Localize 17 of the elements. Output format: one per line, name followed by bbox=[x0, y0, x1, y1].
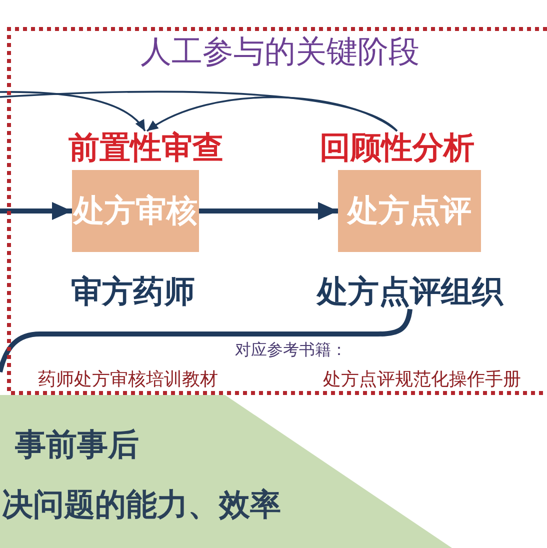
stage-heading: 前置性审查 bbox=[68, 131, 224, 166]
band-text: 决问题的能力、效率 bbox=[2, 488, 281, 522]
band-heading: 事前事后 bbox=[15, 428, 139, 462]
arrow bbox=[0, 202, 72, 220]
process-box: 处方审核 bbox=[72, 170, 199, 252]
book-title: 药师处方审核培训教材 bbox=[38, 370, 218, 390]
book-title: 处方点评规范化操作手册 bbox=[323, 370, 521, 390]
curved-line bbox=[0, 90, 398, 132]
frame-title: 人工参与的关键阶段 bbox=[140, 35, 420, 70]
process-box: 处方点评 bbox=[338, 170, 481, 252]
role-label: 审方药师 bbox=[71, 275, 195, 310]
curved-arrow bbox=[146, 96, 398, 132]
role-label: 处方点评组织 bbox=[317, 275, 503, 310]
reference-heading: 对应参考书籍： bbox=[235, 341, 347, 359]
curved-arrow bbox=[0, 91, 146, 132]
arrow bbox=[199, 202, 338, 220]
stage-heading: 回顾性分析 bbox=[320, 131, 474, 166]
